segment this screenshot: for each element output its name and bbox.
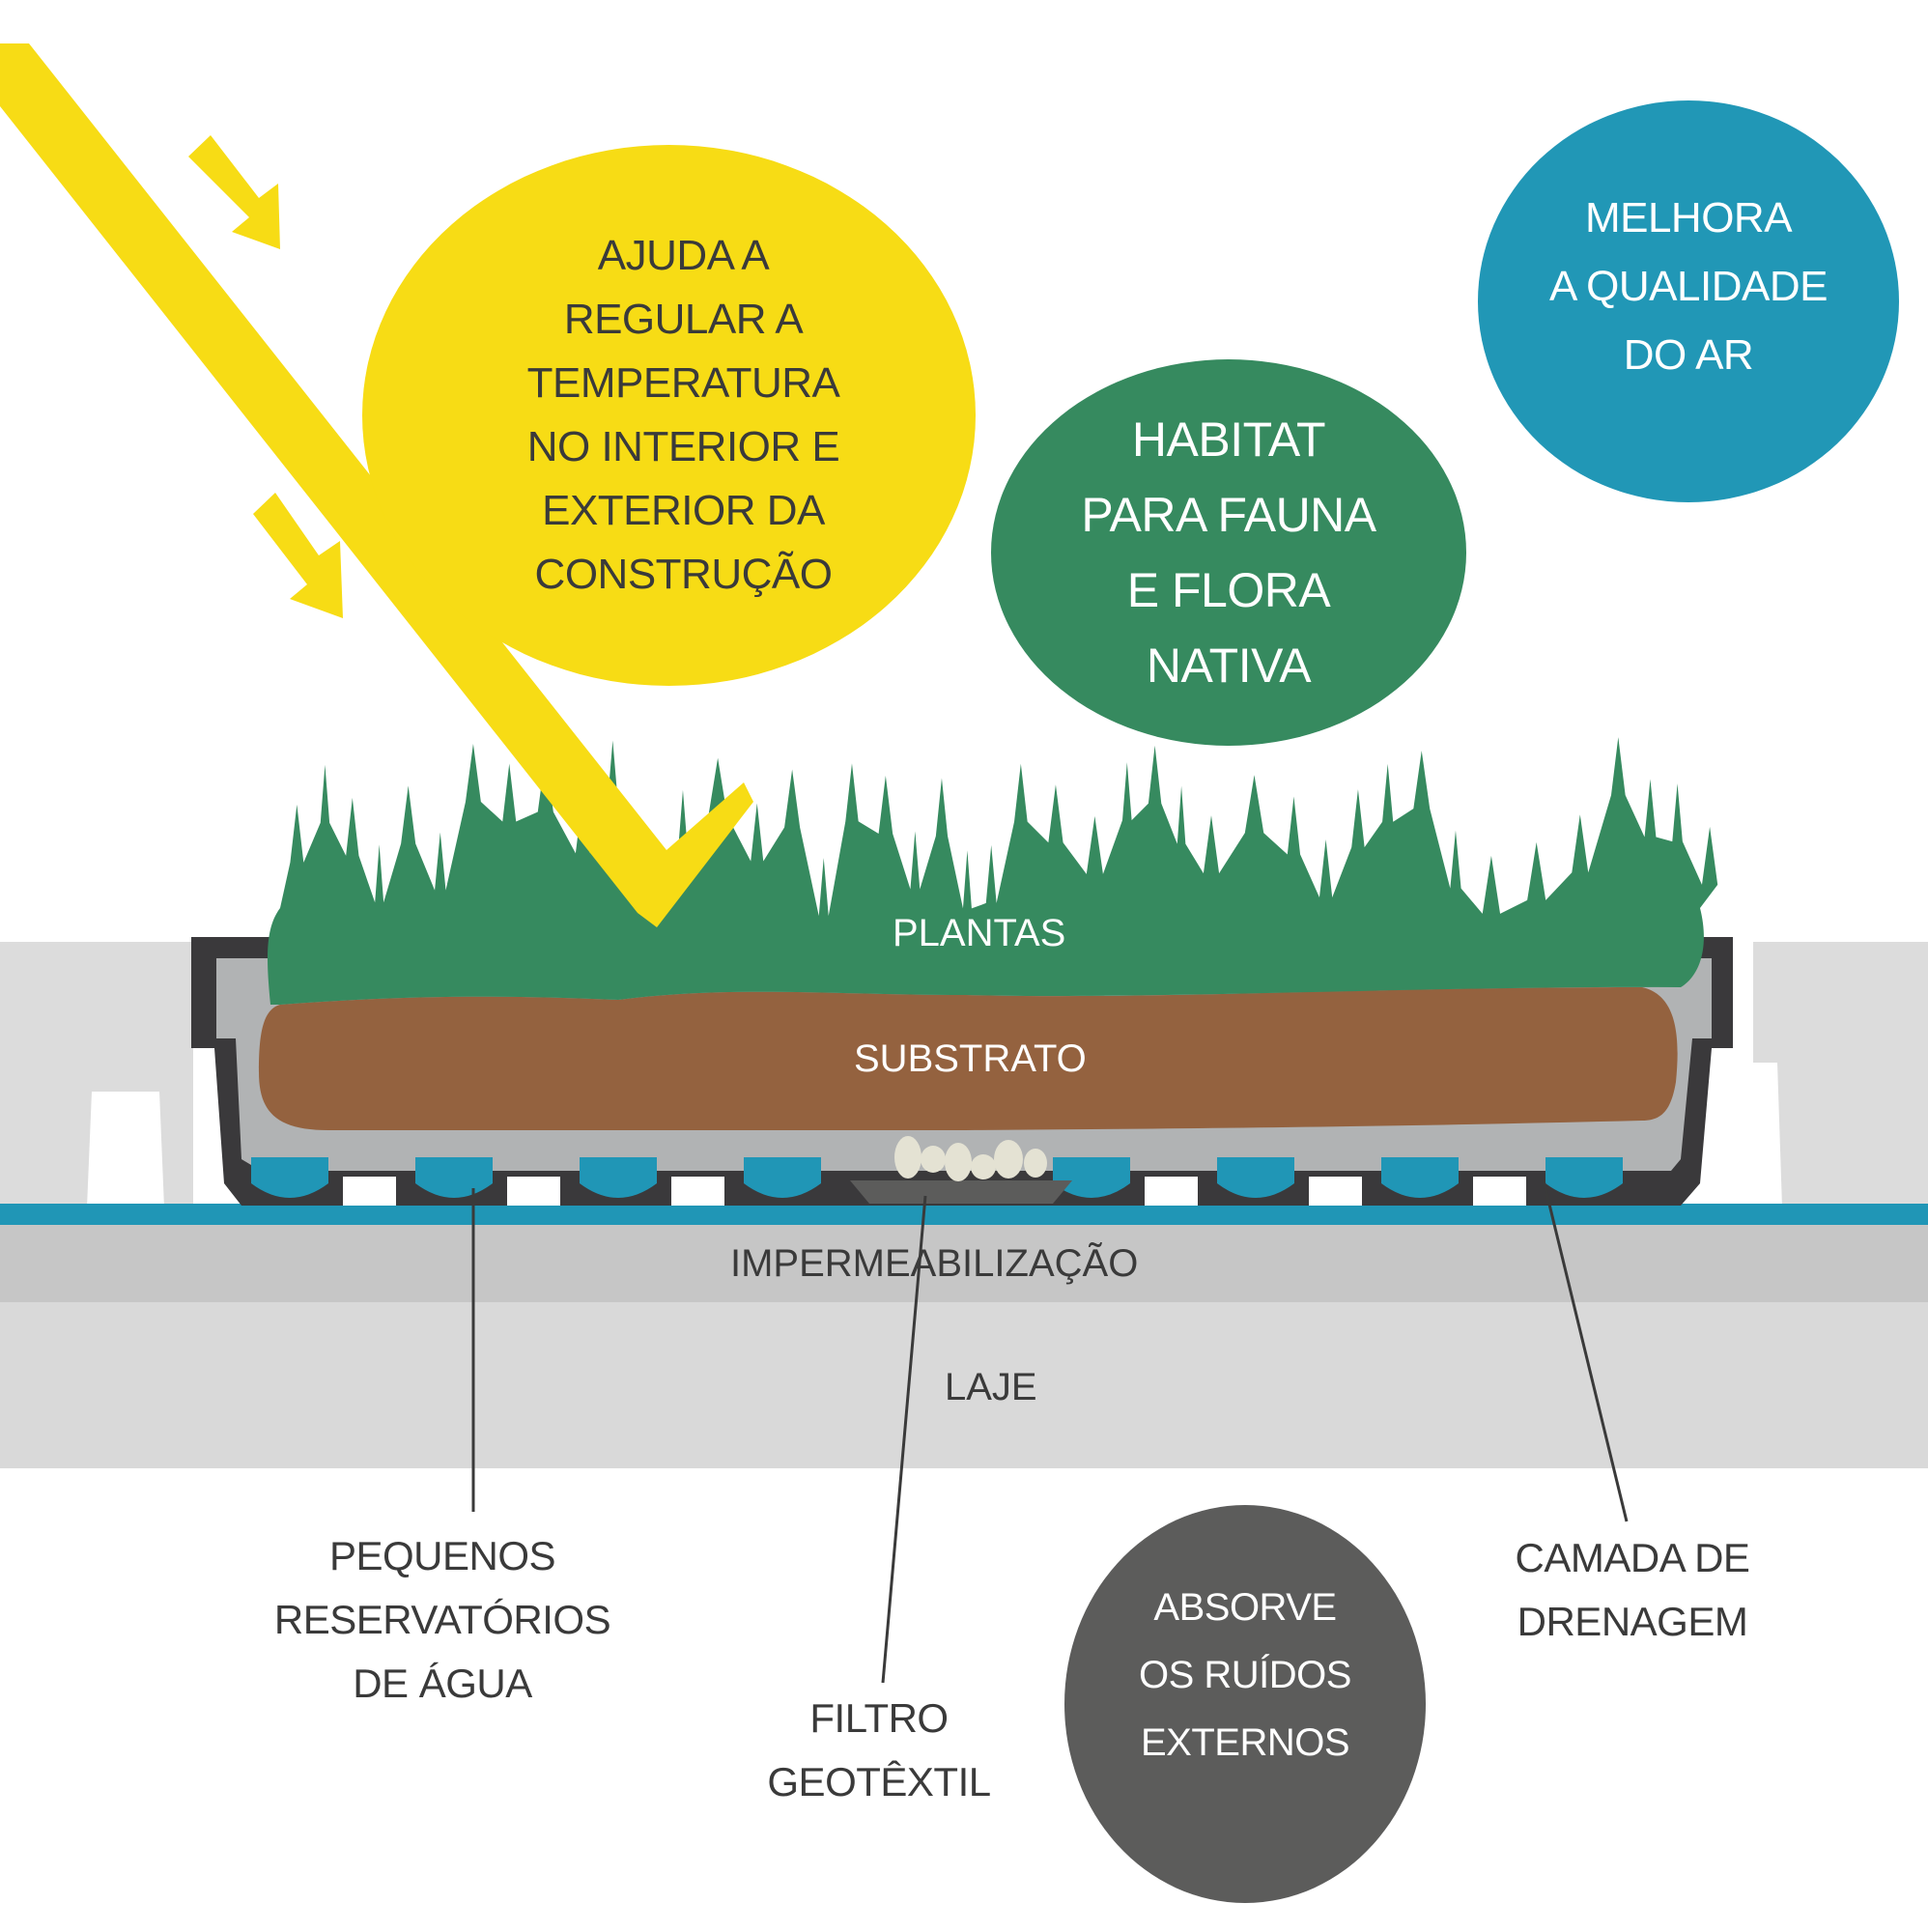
- water-membrane: [0, 1204, 1928, 1225]
- temperature-line-4: NO INTERIOR E: [526, 423, 840, 470]
- plants-grass: [268, 737, 1718, 1005]
- noise-line-1: ABSORVE: [1153, 1586, 1337, 1629]
- roof-parapet-right: [1753, 942, 1928, 1208]
- drainage-line-1: CAMADA DE: [1515, 1535, 1750, 1580]
- pebble: [894, 1136, 921, 1179]
- reservoirs-line-1: PEQUENOS: [328, 1533, 556, 1578]
- substrate-label: SUBSTRATO: [854, 1037, 1087, 1080]
- drainage-line-2: DRENAGEM: [1517, 1599, 1748, 1644]
- filter-pebbles: [894, 1136, 1047, 1181]
- pebble: [971, 1154, 996, 1179]
- drainage-gap: [343, 1177, 396, 1206]
- water-reservoir-cup: [744, 1157, 821, 1198]
- pebble: [1024, 1149, 1047, 1178]
- pebble: [994, 1140, 1023, 1179]
- callout-lines: [471, 1179, 1629, 1684]
- water-reservoir-cup: [1053, 1157, 1130, 1198]
- filter-callout: FILTRO GEOTÊXTIL: [734, 1687, 1024, 1814]
- habitat-line-3: E FLORA: [1126, 563, 1331, 617]
- habitat-line-2: PARA FAUNA: [1081, 488, 1376, 542]
- geotextile-filter: [850, 1180, 1072, 1204]
- air-line-2: A QUALIDADE: [1549, 263, 1828, 310]
- noise-bubble: ABSORVE OS RUÍDOS EXTERNOS: [1064, 1505, 1426, 1903]
- filter-line-1: FILTRO: [809, 1695, 949, 1741]
- waterproofing-layer: [0, 1219, 1928, 1302]
- sun-arrow-1: [188, 135, 280, 249]
- slab-label: LAJE: [945, 1366, 1037, 1408]
- drainage-gap: [1145, 1177, 1198, 1206]
- temperature-line-5: EXTERIOR DA: [542, 487, 825, 534]
- water-reservoir-cup: [1381, 1157, 1459, 1198]
- air-quality-bubble: MELHORA A QUALIDADE DO AR: [1478, 100, 1899, 502]
- habitat-bubble: HABITAT PARA FAUNA E FLORA NATIVA: [991, 359, 1466, 746]
- reservoirs-line-2: RESERVATÓRIOS: [273, 1597, 611, 1642]
- water-reservoir-cup: [251, 1157, 328, 1198]
- temperature-line-3: TEMPERATURA: [526, 359, 840, 407]
- waterproofing-label: IMPERMEABILIZAÇÃO: [730, 1242, 1139, 1285]
- temperature-line-1: AJUDA A: [597, 232, 770, 279]
- water-reservoir-cup: [1217, 1157, 1294, 1198]
- sun-arrow-2: [253, 493, 343, 618]
- substrate-layer: [259, 987, 1678, 1130]
- habitat-line-4: NATIVA: [1146, 639, 1312, 693]
- drainage-cells: [251, 1157, 1623, 1206]
- reservoirs-line-3: DE ÁGUA: [353, 1661, 532, 1706]
- roof-gap-left: [87, 1092, 164, 1208]
- water-reservoir-cup: [580, 1157, 657, 1198]
- temperature-line-2: REGULAR A: [563, 296, 804, 343]
- pebble: [945, 1143, 972, 1181]
- drainage-gap: [1309, 1177, 1362, 1206]
- noise-line-2: OS RUÍDOS: [1139, 1654, 1351, 1696]
- filter-line-2: GEOTÊXTIL: [767, 1759, 991, 1804]
- temperature-line-6: CONSTRUÇÃO: [534, 551, 833, 598]
- drainage-callout: CAMADA DE DRENAGEM: [1478, 1526, 1787, 1654]
- pebble: [921, 1146, 946, 1173]
- water-reservoir-cup: [415, 1157, 493, 1198]
- drainage-gap: [671, 1177, 724, 1206]
- air-line-1: MELHORA: [1584, 194, 1793, 242]
- air-line-3: DO AR: [1623, 331, 1754, 379]
- drainage-leader: [1542, 1179, 1629, 1522]
- water-reservoir-cup: [1545, 1157, 1623, 1198]
- filter-leader: [881, 1195, 927, 1684]
- noise-line-3: EXTERNOS: [1140, 1721, 1350, 1764]
- roof-gap-right: [1753, 1063, 1782, 1208]
- reservoirs-callout: PEQUENOS RESERVATÓRIOS DE ÁGUA: [259, 1524, 626, 1716]
- drainage-gap: [1473, 1177, 1526, 1206]
- temperature-bubble: AJUDA A REGULAR A TEMPERATURA NO INTERIO…: [362, 145, 976, 686]
- plants-label: PLANTAS: [893, 912, 1066, 954]
- habitat-line-1: HABITAT: [1131, 412, 1326, 467]
- drainage-gap: [507, 1177, 560, 1206]
